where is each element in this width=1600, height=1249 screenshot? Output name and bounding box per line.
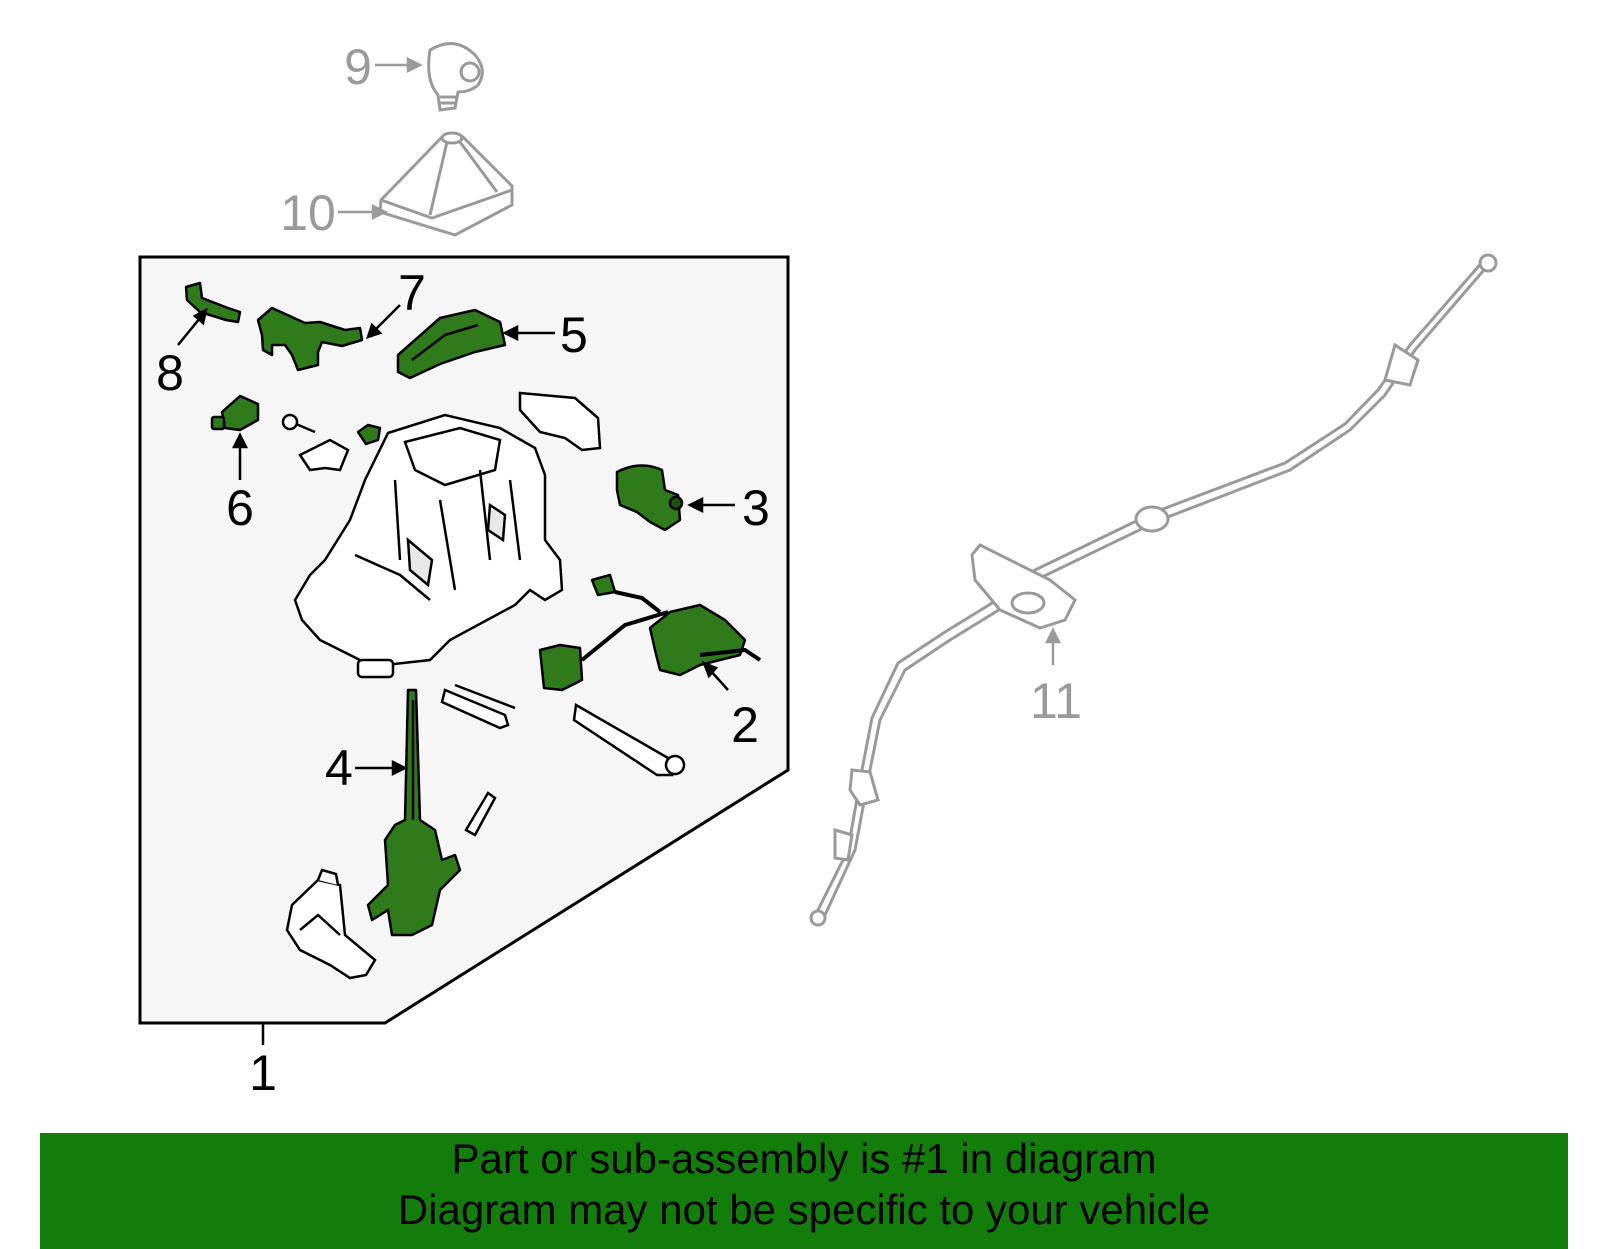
gray-leader-lines — [338, 56, 1062, 665]
banner-line-1: Part or sub-assembly is #1 in diagram — [451, 1135, 1157, 1182]
shifter-base-part — [293, 413, 564, 679]
notice-banner: Part or sub-assembly is #1 in diagram Di… — [40, 1133, 1568, 1249]
shift-boot-part — [378, 131, 514, 237]
callout-7: 7 — [398, 265, 426, 321]
green-parts — [184, 281, 762, 937]
hardware-parts — [281, 391, 686, 980]
banner-line-2: Diagram may not be specific to your vehi… — [397, 1186, 1211, 1233]
shift-knob-part — [427, 42, 484, 112]
callout-5: 5 — [560, 307, 588, 363]
callout-4: 4 — [325, 740, 353, 796]
callout-1: 1 — [249, 1045, 277, 1101]
part-3-bracket — [615, 464, 682, 532]
part-5-cover — [396, 308, 507, 380]
part-8-pin — [184, 281, 242, 324]
callout-8: 8 — [156, 345, 184, 401]
part-7-clip — [256, 306, 364, 372]
callout-9: 9 — [344, 39, 372, 95]
callout-6: 6 — [226, 480, 254, 536]
part-2-harness — [648, 603, 747, 677]
callout-3: 3 — [742, 480, 770, 536]
shift-cable-part — [809, 253, 1498, 927]
callout-10: 10 — [280, 185, 336, 241]
assembly-box — [138, 255, 790, 1025]
leader-lines — [177, 304, 735, 1045]
callout-11: 11 — [1030, 673, 1082, 729]
callout-2: 2 — [731, 697, 759, 753]
